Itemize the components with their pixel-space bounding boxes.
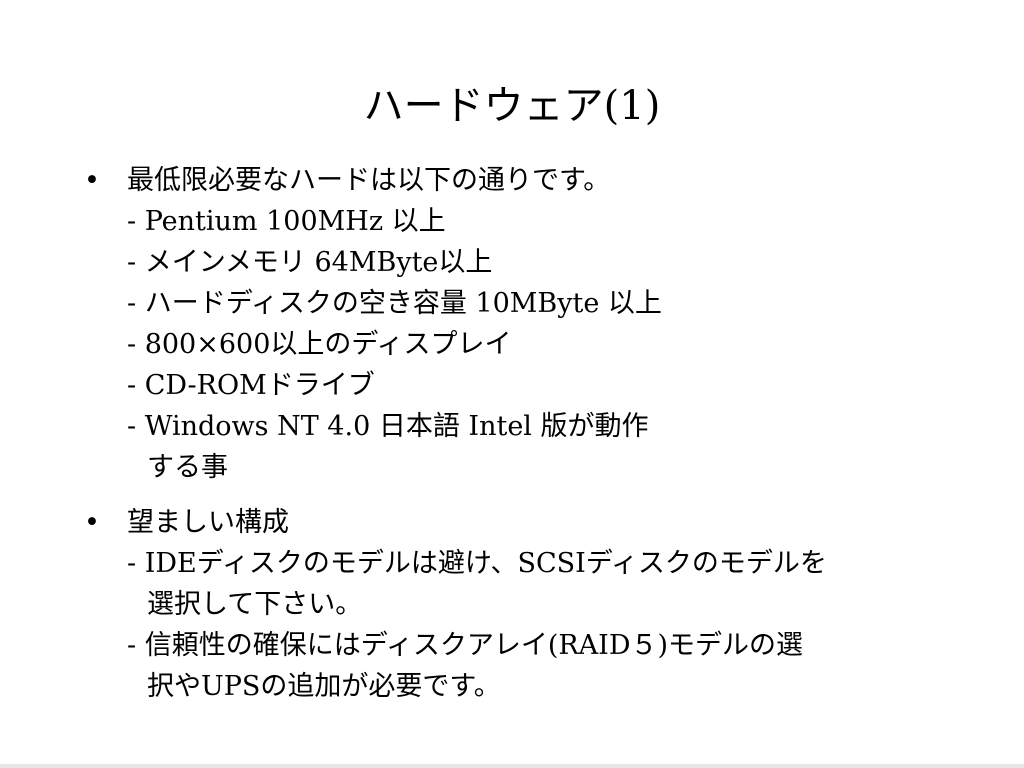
bottom-divider (0, 764, 1024, 768)
bullet-heading: 望ましい構成 (127, 507, 289, 538)
requirement-cpu: - Pentium 100MHz 以上 (127, 206, 446, 237)
bullet-heading: 最低限必要なハードは以下の通りです。 (127, 165, 611, 196)
slide-title: ハードウェア(1) (363, 83, 661, 129)
recommendation-scsi: - IDEディスクのモデルは避け、SCSIディスクのモデルを (127, 548, 827, 579)
bullet-list: • 最低限必要なハードは以下の通りです。 - Pentium 100MHz 以上… (84, 160, 964, 721)
requirement-display: - 800×600以上のディスプレイ (127, 329, 512, 360)
recommendation-scsi-continued: 選択して下さい。 (147, 589, 363, 620)
bullet-marker: • (84, 507, 100, 538)
requirement-disk-space: - ハードディスクの空き容量 10MByte 以上 (127, 288, 662, 319)
recommendation-raid-continued: 択やUPSの追加が必要です。 (147, 671, 501, 702)
requirement-os: - Windows NT 4.0 日本語 Intel 版が動作 (127, 411, 649, 442)
bullet-item-minimum-requirements: • 最低限必要なハードは以下の通りです。 - Pentium 100MHz 以上… (84, 160, 964, 488)
requirement-os-continued: する事 (147, 452, 228, 483)
bullet-item-recommended-configuration: • 望ましい構成 - IDEディスクのモデルは避け、SCSIディスクのモデルを … (84, 502, 964, 707)
requirement-memory: - メインメモリ 64MByte以上 (127, 247, 493, 278)
requirement-cdrom: - CD-ROMドライブ (127, 370, 375, 401)
bullet-marker: • (84, 165, 100, 196)
recommendation-raid: - 信頼性の確保にはディスクアレイ(RAID５)モデルの選 (127, 630, 804, 661)
